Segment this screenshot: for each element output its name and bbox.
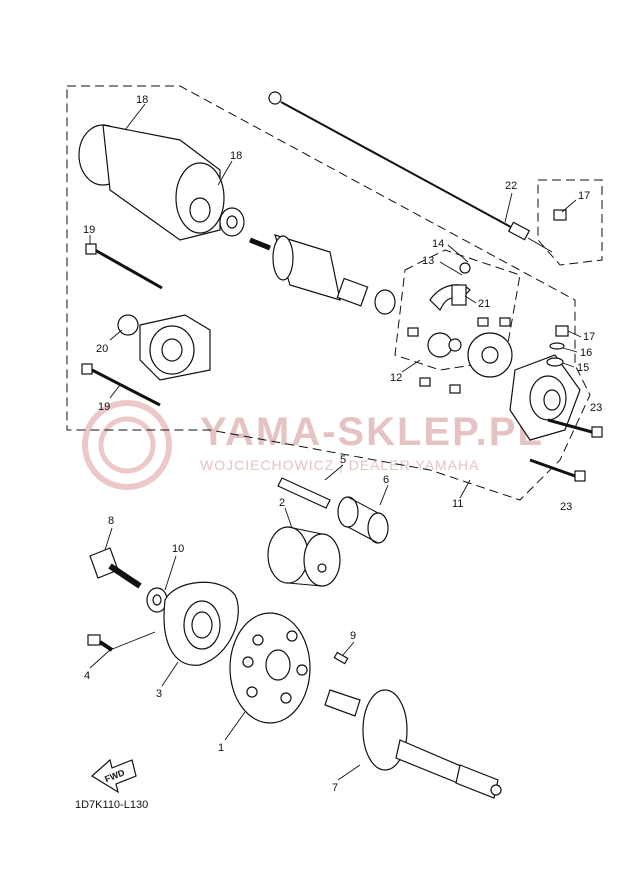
callout-6: 6 <box>383 474 389 486</box>
callout-8: 8 <box>108 515 114 527</box>
leader-lines <box>89 103 582 781</box>
starter-cable <box>268 91 553 253</box>
callout-9: 9 <box>350 630 356 642</box>
clutch-bolt <box>89 547 142 589</box>
watermark: YAMA-SKLEP.PL WOJCIECHOWICZ | DEALER YAM… <box>82 400 544 490</box>
callout-11: 11 <box>452 498 463 510</box>
diagram-reference-code: 1D7K110-L130 <box>75 799 148 811</box>
callout-3: 3 <box>156 688 162 700</box>
callout-20: 20 <box>96 343 108 355</box>
idle-gear-shaft <box>277 477 331 509</box>
watermark-logo-ring <box>82 400 172 490</box>
callout-19-upper: 19 <box>83 224 95 236</box>
watermark-main-text: YAMA-SKLEP.PL <box>200 410 544 454</box>
starter-clutch <box>163 581 239 666</box>
clutch-driven-gear <box>229 612 311 724</box>
callout-14: 14 <box>432 238 444 250</box>
starter-clutch-gear <box>267 526 341 587</box>
callout-2: 2 <box>279 497 285 509</box>
callout-17-lower: 17 <box>583 331 595 343</box>
rear-cover <box>509 354 581 441</box>
callout-1: 1 <box>218 742 224 754</box>
starter-motor-assembly-boundary <box>66 85 591 501</box>
front-cover <box>139 314 211 381</box>
mounting-bolts <box>529 418 603 482</box>
callout-10: 10 <box>172 543 184 555</box>
armature <box>249 234 396 315</box>
callout-19-lower: 19 <box>98 401 110 413</box>
terminal-group-boundary <box>537 179 603 266</box>
callout-21: 21 <box>478 298 490 310</box>
callout-18-upper: 18 <box>136 94 148 106</box>
callout-17-upper: 17 <box>578 190 590 202</box>
callout-23-upper: 23 <box>590 402 602 414</box>
idle-gear <box>337 496 389 544</box>
crankshaft <box>324 689 502 799</box>
callout-5: 5 <box>340 454 346 466</box>
bearing <box>219 207 245 237</box>
callout-22: 22 <box>505 180 517 192</box>
callout-labels: 18 18 19 20 19 22 17 14 13 21 17 16 15 1… <box>83 94 602 794</box>
starter-yoke <box>78 124 225 241</box>
callout-4: 4 <box>84 670 90 682</box>
through-bolt-lower <box>81 363 161 407</box>
watermark-logo-inner <box>98 416 156 474</box>
callout-23-lower: 23 <box>560 501 572 513</box>
woodruff-key <box>333 651 349 665</box>
callout-15: 15 <box>577 362 589 374</box>
callout-12: 12 <box>390 372 402 384</box>
brush-holder <box>407 262 513 394</box>
watermark-sub-text: WOJCIECHOWICZ | DEALER YAMAHA <box>200 457 479 473</box>
callout-18-lower: 18 <box>230 150 242 162</box>
callout-16: 16 <box>580 347 592 359</box>
callout-13: 13 <box>422 255 434 267</box>
o-ring <box>117 314 139 336</box>
callout-7: 7 <box>332 782 338 794</box>
through-bolt-upper <box>85 243 163 290</box>
forward-direction-arrow: FWD <box>90 758 137 794</box>
hex-bolt <box>87 634 114 652</box>
terminal-hardware <box>546 209 569 367</box>
